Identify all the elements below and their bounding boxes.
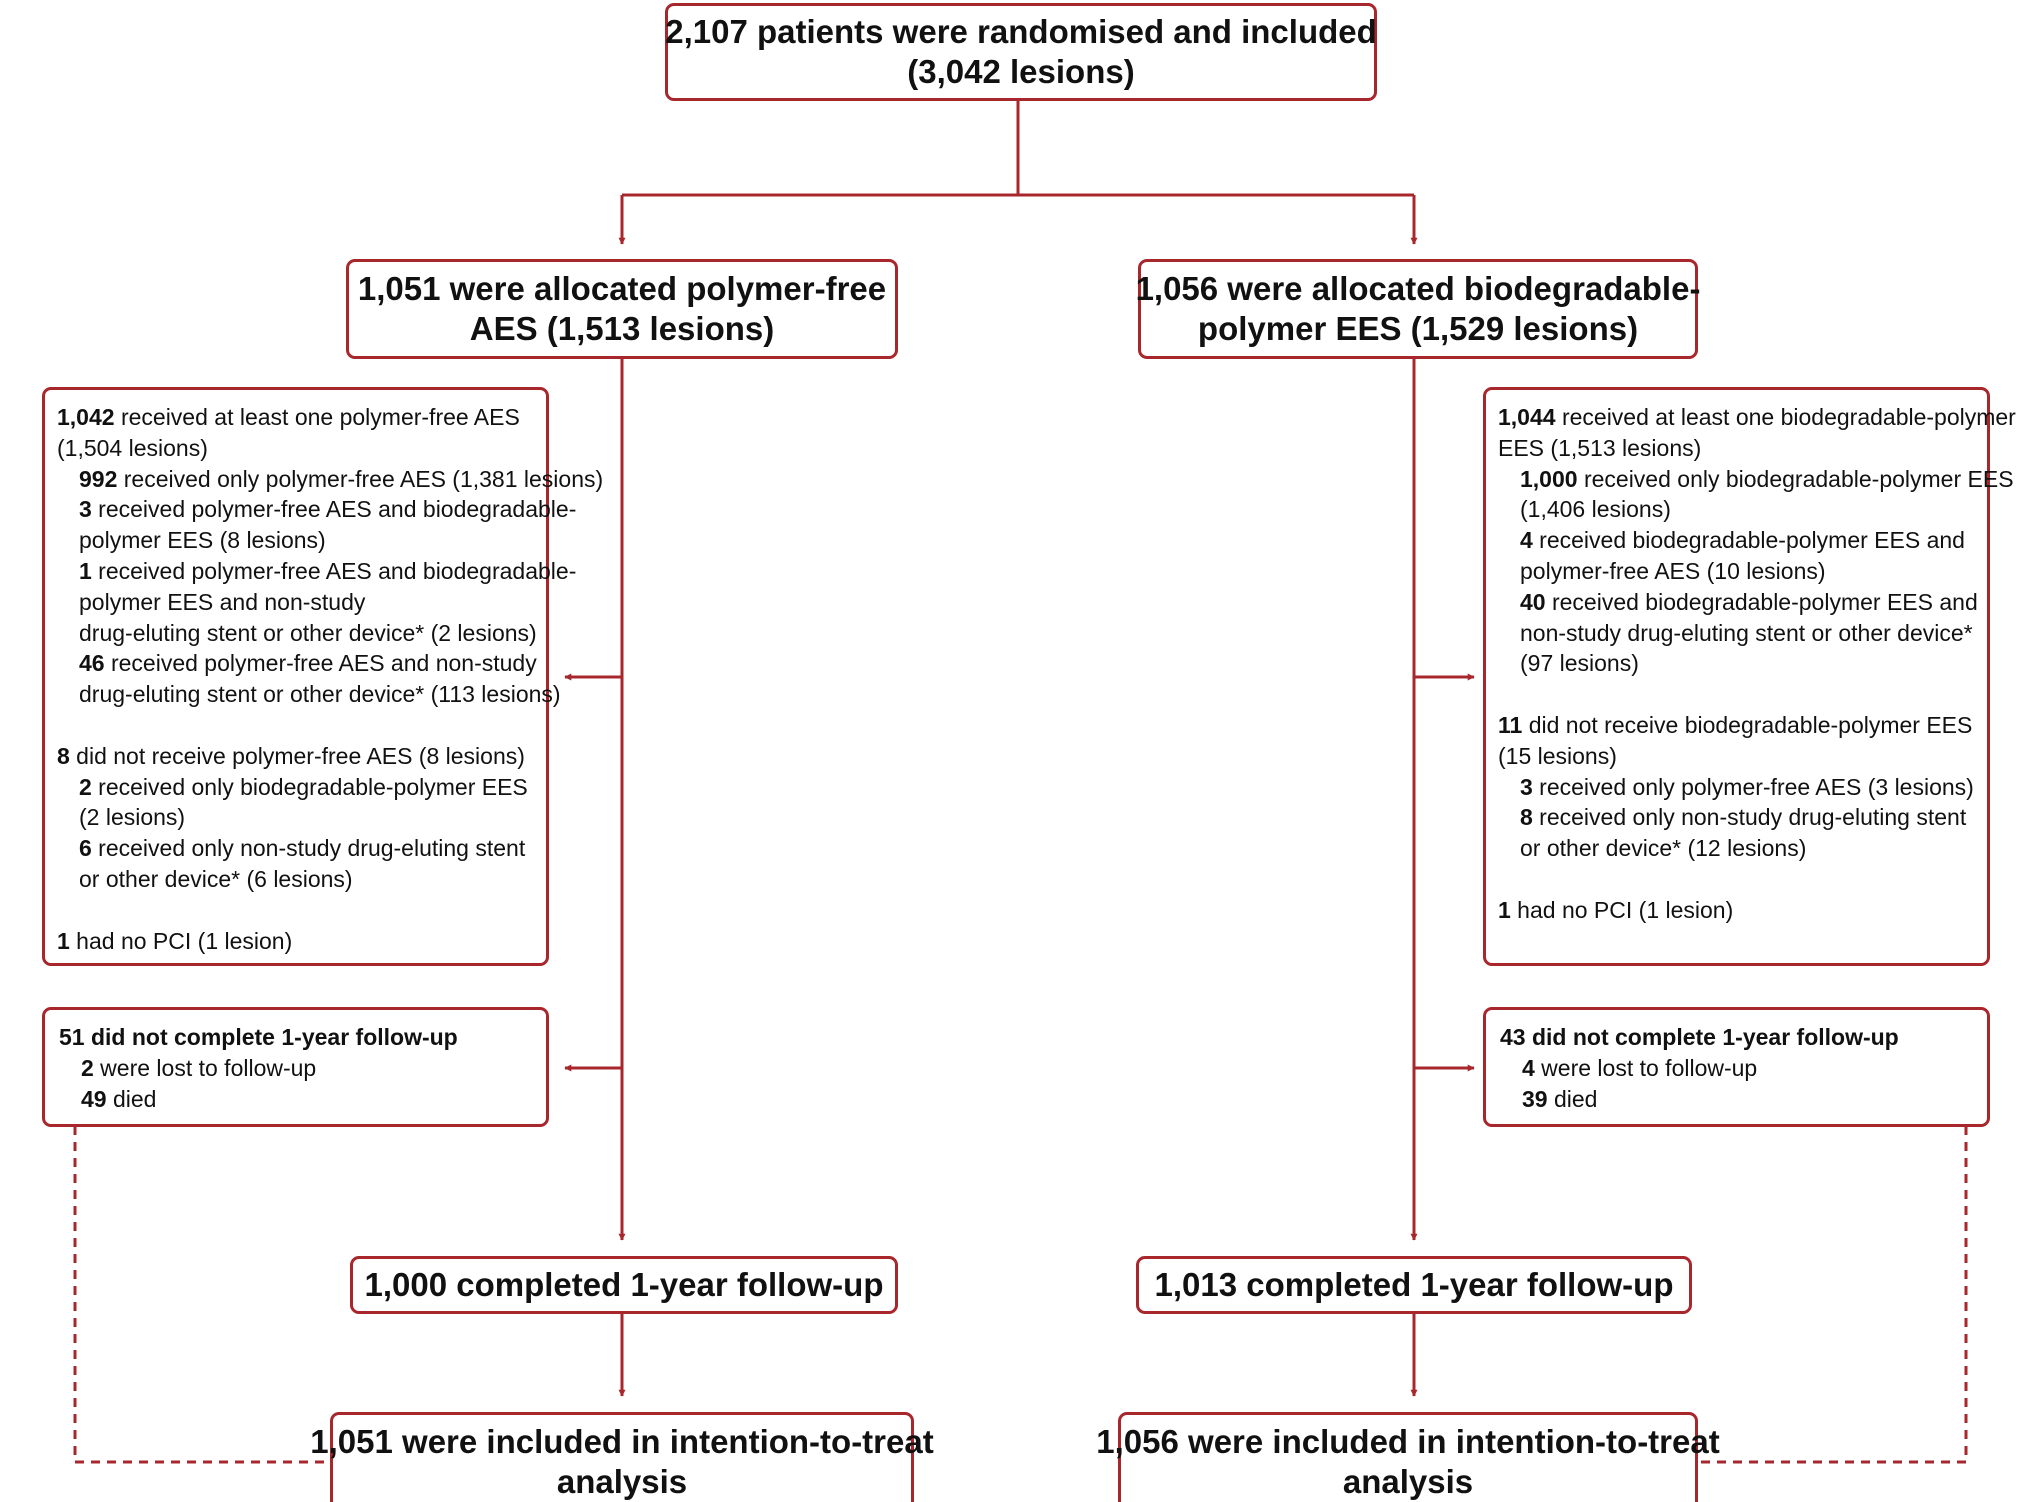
right-received-line: (1,406 lesions) bbox=[1520, 496, 1671, 523]
right-dashed-link bbox=[1698, 1126, 1968, 1464]
right-received-box: 1,044 received at least one biodegradabl… bbox=[1483, 387, 2016, 966]
right-received-line: 1,000 received only biodegradable-polyme… bbox=[1520, 465, 2014, 492]
left-received-line: (2 lesions) bbox=[79, 804, 186, 831]
right-received-line: 1,044 received at least one biodegradabl… bbox=[1498, 404, 2016, 430]
left-followup-loss-box: 51 did not complete 1-year follow-up 2 w… bbox=[42, 1007, 549, 1127]
left-followup-loss-line: 2 were lost to follow-up bbox=[81, 1054, 317, 1081]
left-received-line: polymer EES (8 lesions) bbox=[79, 527, 326, 554]
left-received-line: drug-eluting stent or other device* (2 l… bbox=[79, 619, 537, 646]
right-allocation-line-1: 1,056 were allocated biodegradable- bbox=[1135, 270, 1701, 307]
left-completed-box: 1,000 completed 1-year follow-up bbox=[350, 1256, 898, 1314]
left-received-line: drug-eluting stent or other device* (113… bbox=[79, 681, 561, 708]
left-received-line: 8 did not receive polymer-free AES (8 le… bbox=[57, 742, 525, 769]
right-received-line: 11 did not receive biodegradable-polymer… bbox=[1498, 711, 1973, 738]
right-itt-line-1: 1,056 were included in intention-to-trea… bbox=[1096, 1423, 1720, 1460]
left-received-line: or other device* (6 lesions) bbox=[79, 865, 353, 892]
right-allocation-line-2: polymer EES (1,529 lesions) bbox=[1197, 310, 1639, 347]
right-itt-line-2: analysis bbox=[1342, 1463, 1474, 1500]
left-received-box: 1,042 received at least one polymer-free… bbox=[42, 387, 604, 966]
right-received-line: non-study drug-eluting stent or other de… bbox=[1520, 619, 1973, 646]
right-received-line: 8 received only non-study drug-eluting s… bbox=[1520, 804, 1967, 831]
randomised-box: 2,107 patients were randomised and inclu… bbox=[665, 3, 1377, 101]
randomised-line-1: 2,107 patients were randomised and inclu… bbox=[665, 13, 1377, 50]
right-followup-loss-box: 43 did not complete 1-year follow-up 4 w… bbox=[1483, 1007, 1990, 1127]
left-received-line: 2 received only biodegradable-polymer EE… bbox=[79, 773, 528, 800]
left-allocation-line-1: 1,051 were allocated polymer-free bbox=[357, 270, 887, 307]
right-followup-loss-line: 39 died bbox=[1522, 1085, 1598, 1112]
left-received-line: 6 received only non-study drug-eluting s… bbox=[79, 835, 526, 862]
right-received-line: EES (1,513 lesions) bbox=[1498, 434, 1702, 461]
right-completed-box: 1,013 completed 1-year follow-up bbox=[1136, 1256, 1692, 1314]
right-received-line: or other device* (12 lesions) bbox=[1520, 835, 1807, 862]
left-received-line: 1,042 received at least one polymer-free… bbox=[57, 404, 520, 430]
right-received-line: (15 lesions) bbox=[1498, 742, 1617, 769]
left-followup-loss-line: 49 died bbox=[81, 1085, 157, 1112]
right-followup-loss-line: 4 were lost to follow-up bbox=[1522, 1054, 1758, 1081]
right-completed-text: 1,013 completed 1-year follow-up bbox=[1154, 1266, 1674, 1303]
left-completed-text: 1,000 completed 1-year follow-up bbox=[364, 1266, 884, 1303]
right-received-line: 4 received biodegradable-polymer EES and bbox=[1520, 527, 1965, 554]
randomised-line-2: (3,042 lesions) bbox=[907, 53, 1135, 90]
left-received-line: polymer EES and non-study bbox=[79, 588, 366, 615]
left-followup-loss-title: 51 did not complete 1-year follow-up bbox=[59, 1024, 458, 1050]
left-received-line: 46 received polymer-free AES and non-stu… bbox=[79, 650, 537, 677]
left-allocation-line-2: AES (1,513 lesions) bbox=[469, 310, 775, 347]
left-itt-line-1: 1,051 were included in intention-to-trea… bbox=[310, 1423, 934, 1460]
left-received-line: 1 received polymer-free AES and biodegra… bbox=[79, 557, 577, 584]
left-received-line: 3 received polymer-free AES and biodegra… bbox=[79, 496, 577, 523]
right-received-line: (97 lesions) bbox=[1520, 650, 1639, 677]
left-received-line: (1,504 lesions) bbox=[57, 434, 208, 461]
right-received-line: 40 received biodegradable-polymer EES an… bbox=[1520, 588, 1978, 615]
right-itt-box: 1,056 were included in intention-to-trea… bbox=[1096, 1412, 1720, 1502]
left-received-line: 1 had no PCI (1 lesion) bbox=[57, 927, 293, 954]
right-allocation-box: 1,056 were allocated biodegradable- poly… bbox=[1135, 259, 1701, 359]
right-received-line: 3 received only polymer-free AES (3 lesi… bbox=[1520, 773, 1974, 800]
left-allocation-box: 1,051 were allocated polymer-free AES (1… bbox=[346, 259, 898, 359]
left-received-line: 992 received only polymer-free AES (1,38… bbox=[79, 465, 604, 492]
left-itt-box: 1,051 were included in intention-to-trea… bbox=[310, 1412, 934, 1502]
right-followup-loss-title: 43 did not complete 1-year follow-up bbox=[1500, 1024, 1899, 1050]
left-itt-line-2: analysis bbox=[556, 1463, 688, 1500]
right-received-line: polymer-free AES (10 lesions) bbox=[1520, 557, 1826, 584]
left-dashed-link bbox=[73, 1126, 330, 1464]
right-received-line: 1 had no PCI (1 lesion) bbox=[1498, 896, 1734, 923]
